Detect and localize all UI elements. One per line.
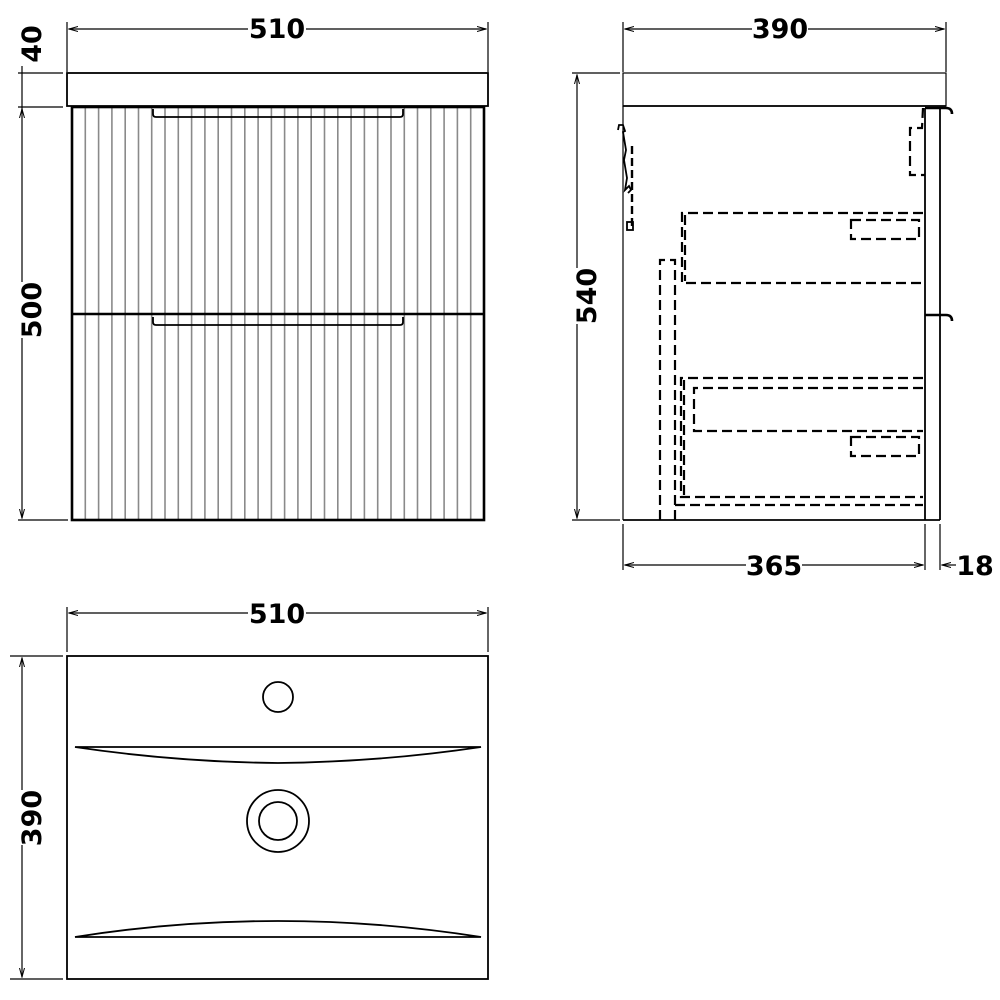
front-width-dimension: 510 <box>66 14 489 72</box>
cabinet-depth-label: 365 <box>746 551 802 582</box>
bottom-drawer-hidden-lines <box>675 376 923 507</box>
side-depth-dimension: 390 <box>622 14 947 72</box>
top-drawer-hidden-lines <box>680 107 925 285</box>
waste-outlet-inner <box>258 801 298 841</box>
bottom-handle-profile <box>925 313 954 322</box>
total-height-dimension: 540 <box>572 72 620 521</box>
basin-side-profile <box>622 72 947 107</box>
tap-hole <box>262 681 294 713</box>
rear-bowl-edge <box>74 746 482 764</box>
door-thickness-label: 18 <box>956 551 994 582</box>
waste-outlet-outer <box>246 789 310 853</box>
waste-pipe-hidden-lines <box>658 258 677 520</box>
door-thickness-dimension: 18 <box>942 551 994 582</box>
top-depth-label: 390 <box>17 790 48 846</box>
cabinet-height-dimension: 500 <box>17 109 68 521</box>
basin-slab <box>66 72 489 107</box>
top-handle-profile <box>925 106 954 115</box>
front-width-label: 510 <box>249 14 305 45</box>
total-height-label: 540 <box>572 268 603 324</box>
basin-thickness-label: 40 <box>17 25 48 63</box>
wall-bracket <box>617 124 634 231</box>
front-view: 510 40 500 <box>17 14 489 522</box>
front-bowl-edge <box>74 920 482 938</box>
top-drawer-handle <box>152 109 404 118</box>
top-view: 510 390 <box>10 599 489 980</box>
side-depth-label: 390 <box>752 14 808 45</box>
top-width-dimension: 510 <box>66 599 489 652</box>
side-view: 390 540 <box>572 14 994 582</box>
top-depth-dimension: 390 <box>10 655 63 980</box>
bottom-drawer-handle <box>152 317 404 326</box>
cabinet-depth-dimension: 365 <box>622 524 941 582</box>
top-width-label: 510 <box>249 599 305 630</box>
cabinet-height-label: 500 <box>17 282 48 338</box>
basin-thickness-dimension: 40 <box>17 25 63 114</box>
basin-outline <box>66 655 489 980</box>
